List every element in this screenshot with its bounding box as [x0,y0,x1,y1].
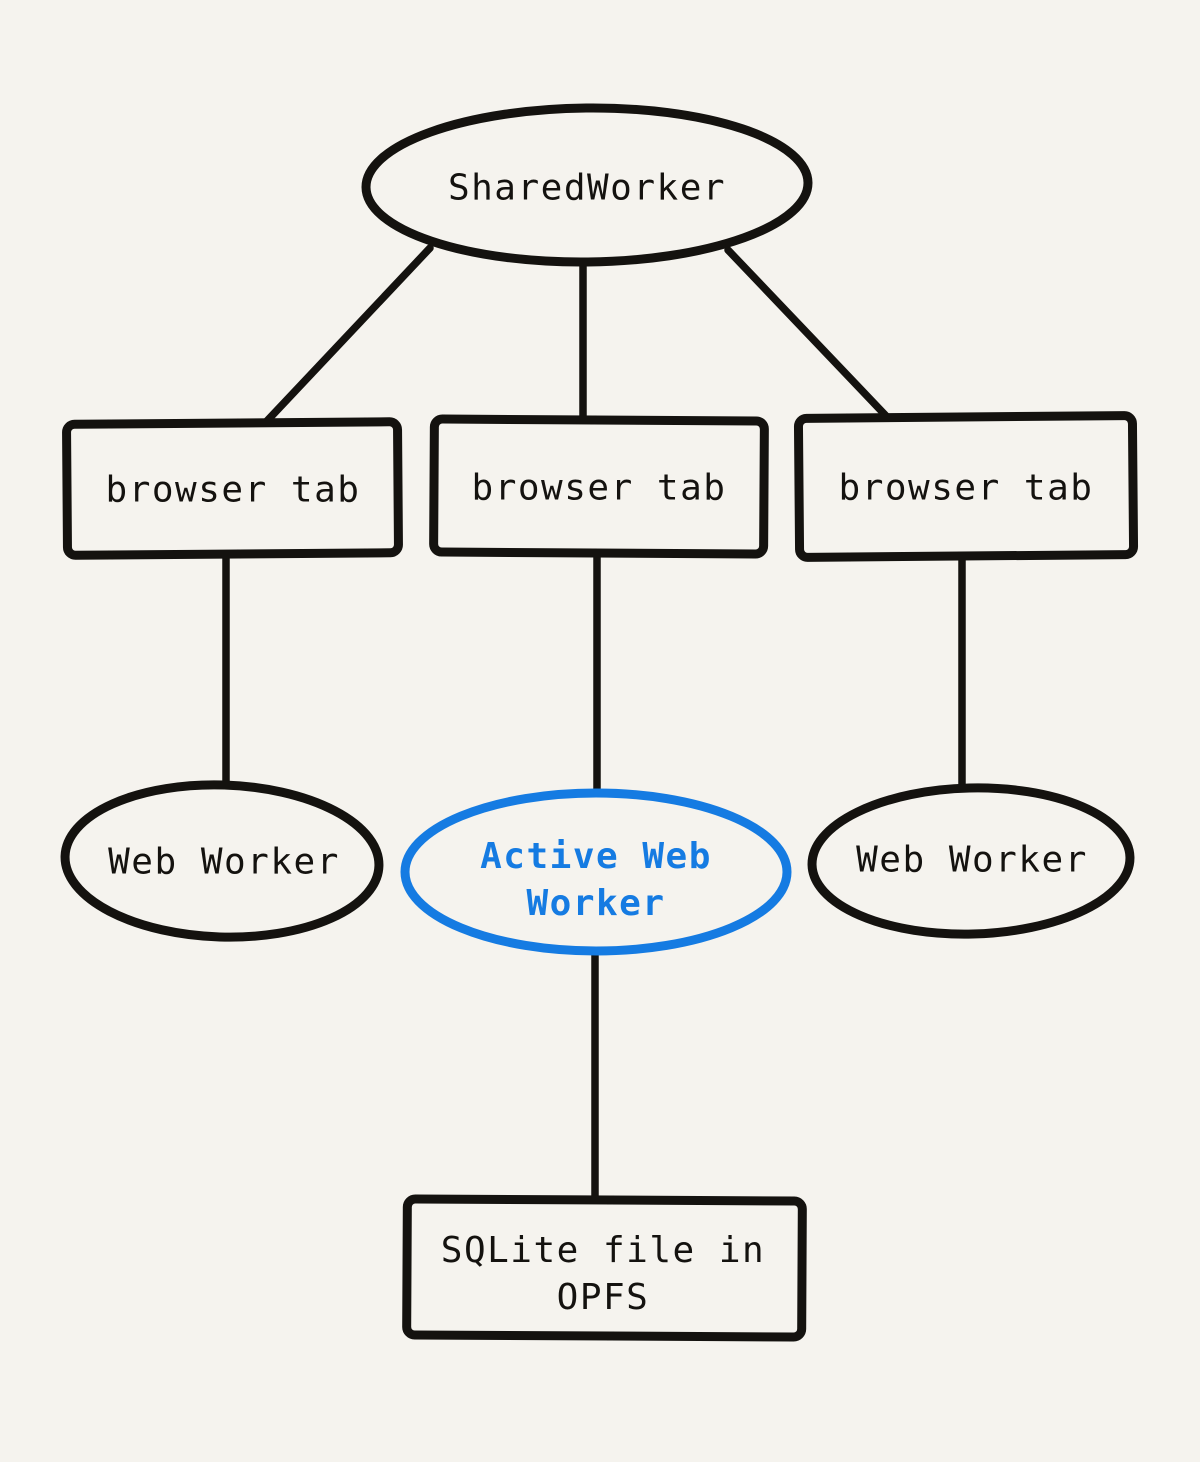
browser-tab-middle-box [429,414,769,559]
browser-tab-middle-label: browser tab [471,467,727,509]
edge-sharedworker-to-tab-left [262,244,434,426]
shared-worker-ellipse [361,103,813,267]
shared-worker-label: SharedWorker [447,167,727,209]
browser-tab-right-label: browser tab [838,467,1094,509]
web-worker-right-ellipse [807,783,1135,939]
web-worker-left-label: Web Worker [108,841,340,883]
web-worker-left-ellipse [60,780,384,942]
sqlite-file-box [402,1194,807,1342]
browser-tab-left-box [62,417,403,560]
browser-tab-right-box [793,411,1139,562]
edge-sharedworker-to-tab-right [724,246,894,424]
active-web-worker-ellipse [400,788,792,956]
active-web-worker-label: Active Web Worker [480,836,712,924]
browser-tab-left-label: browser tab [105,469,361,511]
web-worker-right-label: Web Worker [856,839,1088,881]
sqlite-file-label: SQLite file in OPFS [440,1230,766,1318]
